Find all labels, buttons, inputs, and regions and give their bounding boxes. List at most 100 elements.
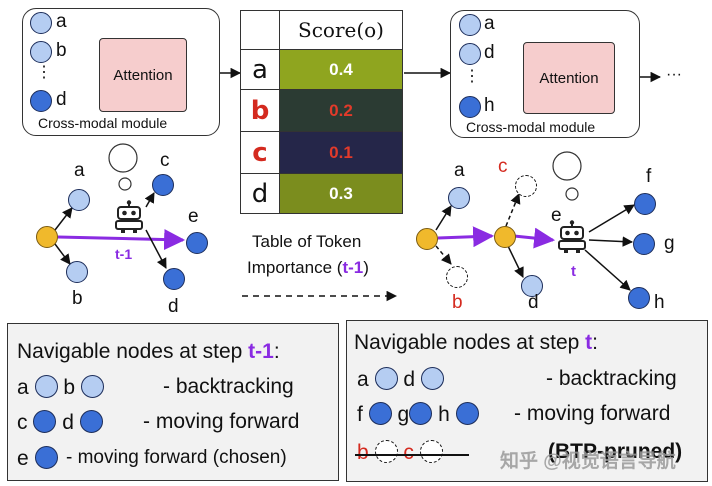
left-graph-node-a bbox=[68, 189, 90, 211]
panel-right-row-backtracking: a d bbox=[357, 367, 444, 392]
panel-left-title-suffix: : bbox=[273, 340, 280, 363]
table-caption-line2: Importance (t-1) bbox=[247, 258, 369, 278]
node-label: h bbox=[438, 403, 450, 426]
panel-right-backtracking-desc: - backtracking bbox=[546, 367, 677, 390]
left-graph-node-d bbox=[163, 268, 185, 290]
left-graph-label-a: a bbox=[74, 160, 85, 181]
dark-node-icon bbox=[79, 410, 103, 433]
node-label: g bbox=[397, 403, 410, 426]
left-graph-label-e: e bbox=[188, 206, 199, 227]
score-a: 0.4 bbox=[279, 49, 403, 90]
right-graph-label-e: e bbox=[551, 205, 562, 226]
token-b: b bbox=[240, 89, 280, 132]
token-a: a bbox=[240, 49, 280, 90]
panel-left-title-step: t-1 bbox=[248, 340, 274, 363]
panel-left-chosen-desc: - moving forward (chosen) bbox=[66, 447, 287, 468]
panel-right-title-suffix: : bbox=[592, 331, 598, 354]
node-label: d bbox=[403, 368, 416, 391]
left-graph-current-node bbox=[36, 226, 58, 248]
light-node-icon bbox=[374, 367, 398, 390]
right-graph-current-node bbox=[494, 226, 516, 248]
left-attention-block: Attention bbox=[99, 38, 187, 112]
score-table: Score(o) a 0.4 b 0.2 c 0.1 d 0.3 bbox=[240, 10, 403, 214]
table-caption-prefix: Importance ( bbox=[247, 258, 343, 277]
right-graph-label-d: d bbox=[528, 292, 539, 313]
right-module-input-h bbox=[459, 96, 481, 118]
left-module-input-d bbox=[30, 90, 52, 112]
right-robot-icon bbox=[558, 220, 586, 253]
left-agent-step: t-1 bbox=[115, 246, 133, 262]
continuation-ellipsis: ··· bbox=[666, 66, 682, 83]
right-graph-label-g: g bbox=[664, 233, 675, 254]
node-label: c bbox=[17, 411, 28, 434]
left-module-input-b bbox=[30, 41, 52, 63]
node-label: a bbox=[357, 368, 369, 391]
panel-right-row-pruned: b c bbox=[357, 440, 443, 465]
right-graph-previous-node bbox=[416, 228, 438, 250]
node-label: b bbox=[63, 376, 76, 399]
right-agent-step: t bbox=[571, 263, 576, 280]
panel-left-row-backtracking: a b bbox=[17, 375, 104, 400]
light-node-icon bbox=[34, 375, 58, 398]
right-graph-node-a bbox=[448, 187, 470, 209]
right-graph-node-h bbox=[628, 287, 650, 309]
panel-left-title: Navigable nodes at step t-1: bbox=[17, 340, 280, 364]
dark-node-icon bbox=[34, 446, 58, 469]
left-module-input-d-label: d bbox=[56, 89, 67, 110]
score-d: 0.3 bbox=[279, 173, 403, 214]
pruned-node-icon bbox=[374, 440, 398, 463]
node-label: a bbox=[17, 376, 29, 399]
right-graph-node-d bbox=[521, 275, 543, 297]
left-module-caption: Cross-modal module bbox=[38, 115, 168, 131]
node-label: c bbox=[403, 441, 414, 464]
table-caption-step: t-1 bbox=[342, 258, 364, 277]
panel-left-row-chosen: e bbox=[17, 446, 58, 471]
legend-panel-step-t-1 bbox=[7, 323, 339, 481]
score-c: 0.1 bbox=[279, 131, 403, 174]
dark-node-icon bbox=[409, 402, 433, 425]
panel-left-forward-desc: - moving forward bbox=[143, 410, 300, 433]
score-header: Score(o) bbox=[279, 10, 403, 50]
right-module-caption: Cross-modal module bbox=[466, 119, 596, 135]
right-graph-node-f bbox=[634, 193, 656, 215]
node-label: d bbox=[62, 411, 74, 434]
right-graph-label-c: c bbox=[498, 156, 508, 177]
left-graph-label-b: b bbox=[72, 288, 83, 309]
dark-node-icon bbox=[368, 402, 392, 425]
table-caption-line1: Table of Token bbox=[252, 232, 362, 251]
panel-right-pruned-desc: (BTP-pruned) bbox=[548, 440, 683, 463]
node-label: e bbox=[17, 447, 29, 470]
left-graph-label-d: d bbox=[168, 296, 179, 317]
right-graph-label-f: f bbox=[646, 166, 652, 187]
panel-right-title: Navigable nodes at step t: bbox=[354, 331, 598, 355]
right-module-input-d-label: d bbox=[484, 42, 495, 63]
pruned-strikethrough bbox=[355, 454, 469, 456]
light-node-icon bbox=[80, 375, 104, 398]
panel-left-backtracking-desc: - backtracking bbox=[163, 375, 294, 398]
right-module-ellipsis: ⋮ bbox=[464, 68, 480, 85]
right-graph-label-a: a bbox=[454, 160, 465, 181]
dark-node-icon bbox=[455, 402, 479, 425]
left-graph-node-c bbox=[152, 174, 174, 196]
right-attention-block: Attention bbox=[523, 42, 615, 114]
watermark: 知乎 @视觉语言导航 bbox=[500, 451, 676, 472]
panel-right-row-forward: f g h bbox=[357, 402, 479, 427]
right-module-input-a-label: a bbox=[484, 13, 495, 34]
right-graph-label-h: h bbox=[654, 292, 665, 313]
left-graph-node-b bbox=[66, 261, 88, 283]
node-label: f bbox=[357, 403, 363, 426]
right-module-input-h-label: h bbox=[484, 95, 495, 116]
right-graph-node-g bbox=[633, 233, 655, 255]
left-module-ellipsis: ⋮ bbox=[36, 64, 52, 81]
score-b: 0.2 bbox=[279, 89, 403, 132]
left-module-input-b-label: b bbox=[56, 40, 67, 61]
right-graph-label-b: b bbox=[452, 292, 463, 313]
panel-right-title-step: t bbox=[585, 331, 593, 354]
token-c: c bbox=[240, 131, 280, 174]
panel-right-title-prefix: Navigable nodes at step bbox=[354, 331, 586, 354]
token-d: d bbox=[240, 173, 280, 214]
light-node-icon bbox=[420, 367, 444, 390]
panel-left-title-prefix: Navigable nodes at step bbox=[17, 340, 249, 363]
right-graph-node-b-pruned bbox=[446, 266, 468, 288]
